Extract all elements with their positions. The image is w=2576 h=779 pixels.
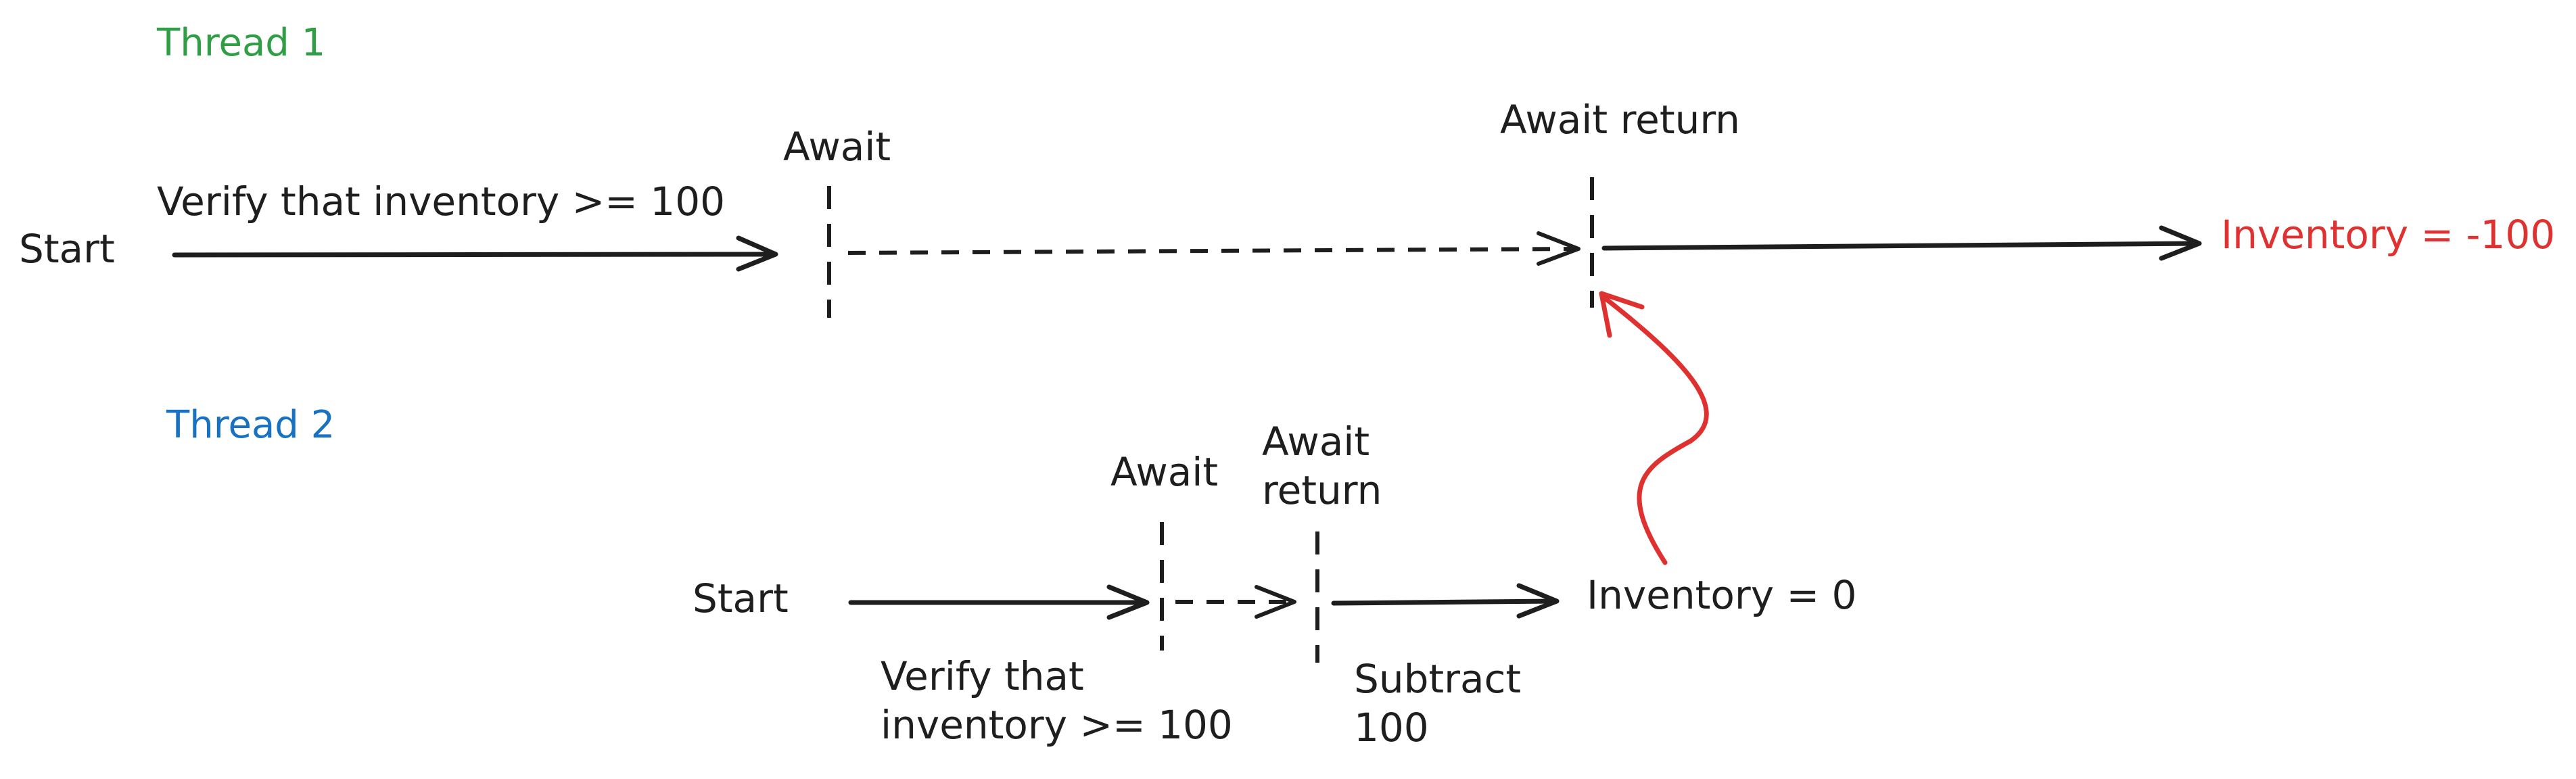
thread-2-subtract-arrow (1331, 598, 1558, 606)
thread-2-await-return-label-line2: return (1262, 467, 1382, 513)
thread-1-verify-label: Verify that inventory >= 100 (157, 179, 725, 225)
thread-2-await-return-label-line1: Await (1262, 419, 1369, 465)
thread-1-group: Thread 1 Start Verify that inventory >= … (19, 21, 2555, 318)
thread-2-subtract-label-line2: 100 (1354, 705, 1429, 751)
thread-2-subtract-arrowhead (1516, 583, 1560, 619)
thread-1-wait-dashed-arrow (847, 247, 1576, 255)
thread-2-verify-arrowhead (1106, 584, 1150, 620)
thread-1-start-label: Start (19, 226, 115, 272)
thread-2-wait-arrowhead (1255, 585, 1296, 619)
thread-2-result-label: Inventory = 0 (1587, 572, 1856, 618)
thread-1-verify-arrow (172, 252, 777, 258)
thread-1-await-label: Await (783, 124, 891, 170)
interference-curve (1601, 295, 1709, 565)
thread-1-result-label: Inventory = -100 (2221, 212, 2555, 258)
thread-1-await-return-label: Await return (1500, 97, 1740, 143)
thread-2-verify-label-line1: Verify that (881, 653, 1084, 699)
thread-2-subtract-label-line1: Subtract (1354, 656, 1521, 702)
thread-1-verify-arrowhead (736, 235, 778, 272)
thread-2-start-label: Start (693, 575, 789, 621)
thread-2-group: Thread 2 Start Verify that inventory >= … (166, 403, 1856, 751)
thread-1-wait-arrowhead (1537, 231, 1580, 266)
interference-arrowhead (1599, 291, 1645, 338)
thread-2-verify-label-line2: inventory >= 100 (881, 702, 1233, 748)
thread-1-title: Thread 1 (156, 21, 325, 65)
thread-2-await-label: Await (1110, 449, 1218, 495)
thread-1-continue-arrowhead (2159, 225, 2202, 261)
thread-1-continue-arrow (1601, 241, 2201, 251)
thread-2-title: Thread 2 (166, 403, 335, 447)
interference-connector (1599, 291, 1709, 565)
